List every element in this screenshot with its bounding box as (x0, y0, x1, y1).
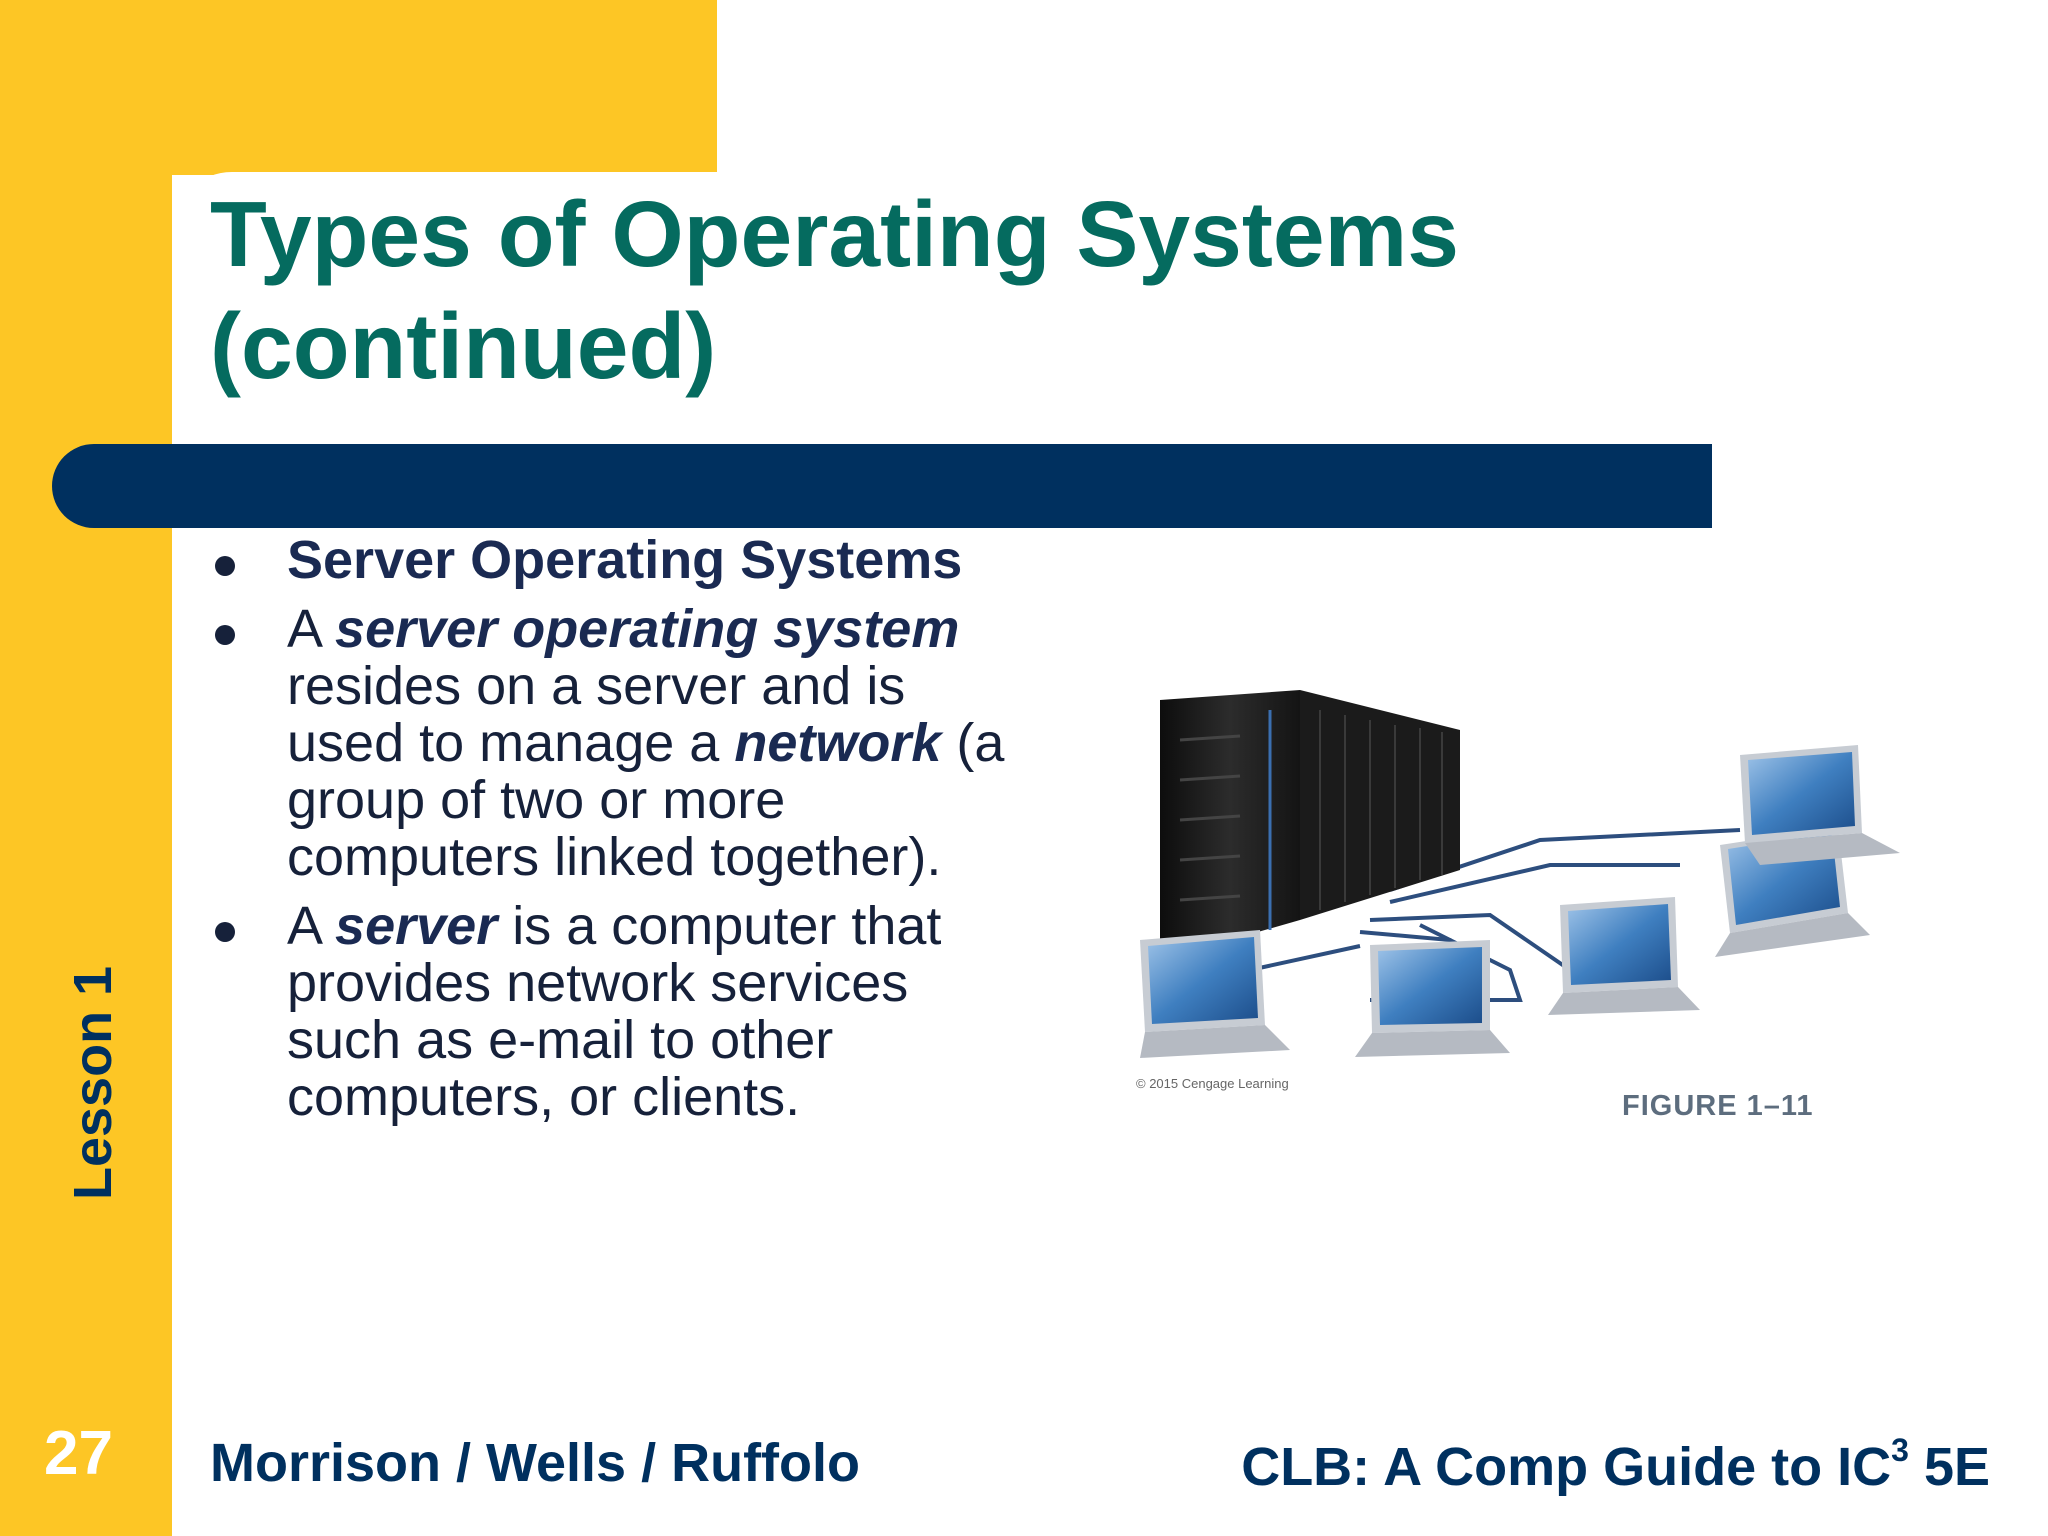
laptop-icon (1355, 940, 1510, 1057)
bullet-term: server operating system (335, 599, 960, 659)
top-yellow-block (0, 0, 717, 175)
bullet-dot-icon (215, 556, 235, 576)
slide-title: Types of Operating Systems (continued) (210, 178, 1710, 402)
slide-number: 27 (44, 1419, 113, 1488)
bullet-dot-icon (215, 922, 235, 942)
book-title-suffix: 5E (1908, 1437, 1990, 1497)
bullet-text: A (287, 896, 336, 956)
bullet-text: resides on a server and is used to manag… (287, 656, 906, 773)
laptop-icon (1548, 897, 1700, 1015)
figure-caption: FIGURE 1–11 (1622, 1090, 1814, 1122)
bullet-dot-icon (215, 625, 235, 645)
bullet-heading: Server Operating Systems (287, 530, 963, 590)
bullet-item: Server Operating Systems (205, 532, 1035, 589)
bullet-text: is a computer that provides network serv… (287, 896, 942, 1127)
footer-authors: Morrison / Wells / Ruffolo (210, 1433, 861, 1493)
bullet-item: A server operating system resides on a s… (205, 601, 1035, 886)
figure-credit: © 2015 Cengage Learning (1136, 1076, 1289, 1091)
book-title-text: CLB: A Comp Guide to IC (1241, 1437, 1892, 1497)
bullet-text: (a group of two or more computers linked… (287, 713, 1005, 887)
footer-book-title: CLB: A Comp Guide to IC3 5E (1241, 1432, 1990, 1498)
book-title-superscript: 3 (1891, 1432, 1909, 1468)
title-line-1: Types of Operating Systems (210, 182, 1459, 286)
bullet-list: Server Operating Systems A server operat… (205, 532, 1035, 1138)
title-divider-band (52, 444, 1712, 528)
server-rack-icon (1160, 690, 1460, 960)
bullet-item: A server is a computer that provides net… (205, 898, 1035, 1126)
laptop-icon (1740, 745, 1900, 865)
bullet-term: network (734, 713, 942, 773)
title-line-2: (continued) (210, 294, 717, 398)
bullet-text: A (287, 599, 336, 659)
left-yellow-bar (0, 0, 172, 1536)
lesson-label: Lesson 1 (63, 965, 123, 1200)
bullet-term: server (335, 896, 498, 956)
network-figure (1140, 690, 1900, 1058)
laptop-icon (1140, 930, 1290, 1058)
